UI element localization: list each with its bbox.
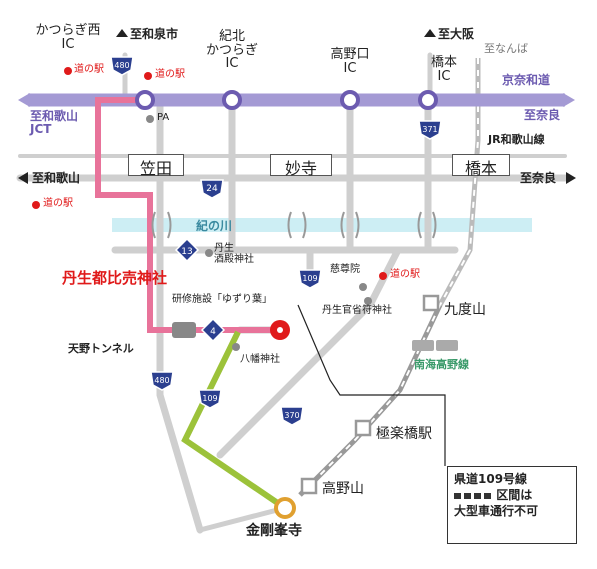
legend-line1: 県道109号線	[454, 472, 528, 486]
town-myoji: 妙寺	[270, 154, 332, 178]
svg-text:109: 109	[302, 274, 317, 283]
svg-text:370: 370	[284, 411, 299, 420]
pa-dot	[146, 115, 154, 123]
route-480	[156, 96, 204, 534]
poi-hachiman: 八幡神社	[240, 354, 280, 365]
direction-nara: 至奈良	[520, 171, 557, 185]
shield-4: 4	[200, 317, 226, 343]
shield-109-top: 109	[298, 269, 322, 289]
shield-24: 24	[200, 179, 224, 199]
poi-michinoeki-4: 道の駅	[390, 269, 420, 280]
michinoeki-dot-1	[64, 67, 72, 75]
michinoeki-dot-4	[379, 272, 387, 280]
michinoeki-dot-3	[32, 201, 40, 209]
bridges	[151, 211, 437, 239]
leader-line	[297, 304, 446, 466]
route-370	[216, 246, 402, 459]
legend-box: 県道109号線 区間は 大型車通行不可	[447, 466, 577, 544]
legend-line3: 大型車通行不可	[454, 504, 539, 519]
legend-line2: 区間は	[454, 487, 570, 503]
shield-480-bottom: 480	[150, 371, 174, 391]
destination-niutsuhime: 丹生都比売神社	[62, 269, 168, 287]
shield-480-top: 480	[110, 56, 134, 76]
direction-wakayama-city: 至和泉市	[130, 27, 179, 41]
town-kaseda: 笠田	[128, 154, 184, 178]
direction-osaka: 至大阪	[438, 27, 475, 41]
svg-text:4: 4	[210, 327, 216, 337]
station-gokurakubashi: 極楽橋駅	[376, 426, 432, 442]
station-squares	[300, 294, 440, 495]
direction-wakayama: 至和歌山	[32, 171, 81, 185]
direction-namba: 至なんば	[484, 42, 528, 55]
poi-michinoeki-3: 道の駅	[43, 198, 73, 209]
kongobuji-marker	[274, 497, 296, 519]
svg-text:480: 480	[114, 61, 129, 70]
svg-text:480: 480	[154, 376, 169, 385]
poi-training-facility: 研修施設「ゆずり葉」	[172, 294, 272, 305]
shield-371: 371	[418, 120, 442, 140]
svg-text:24: 24	[206, 184, 218, 194]
station-kudoyama: 九度山	[444, 302, 486, 318]
label-kinokawa: 紀の川	[196, 219, 233, 233]
poi-kongobuji: 金剛峯寺	[246, 523, 302, 539]
svg-text:371: 371	[422, 125, 437, 134]
label-keinawa: 京奈和道	[502, 73, 551, 87]
dashed-road-sample	[454, 492, 492, 499]
route-pink	[95, 97, 272, 333]
route-green	[181, 330, 287, 511]
interchange-circles	[135, 90, 438, 110]
poi-niu-kanshofu: 丹生官省符神社	[322, 305, 392, 316]
poi-pa: PA	[157, 112, 170, 123]
poi-michinoeki-1: 道の駅	[74, 64, 104, 75]
sakadono-dot	[205, 249, 213, 257]
poi-jisonin: 慈尊院	[330, 264, 360, 275]
poi-michinoeki-2: 道の駅	[155, 69, 185, 80]
label-tunnel: 天野トンネル	[68, 342, 134, 355]
label-nankai: 南海高野線	[414, 358, 469, 371]
shield-109-bottom: 109	[198, 389, 222, 409]
shield-13: 13	[174, 237, 200, 263]
michinoeki-dot-2	[144, 72, 152, 80]
jisonin-dot	[359, 283, 367, 291]
label-jr-wakayama: JR和歌山線	[488, 133, 545, 146]
train-icon	[412, 340, 458, 351]
shield-370: 370	[280, 406, 304, 426]
poi-niu-sakadono: 丹生酒殿神社	[214, 243, 254, 265]
kanshofu-dot	[364, 297, 372, 305]
svg-text:13: 13	[181, 247, 192, 257]
hachiman-dot	[232, 343, 240, 351]
svg-text:109: 109	[202, 394, 217, 403]
direction-nara-expressway: 至奈良	[524, 108, 561, 122]
town-hashimoto: 橋本	[452, 154, 510, 178]
tunnel-icon	[172, 322, 196, 338]
station-koyasan: 高野山	[322, 481, 364, 497]
